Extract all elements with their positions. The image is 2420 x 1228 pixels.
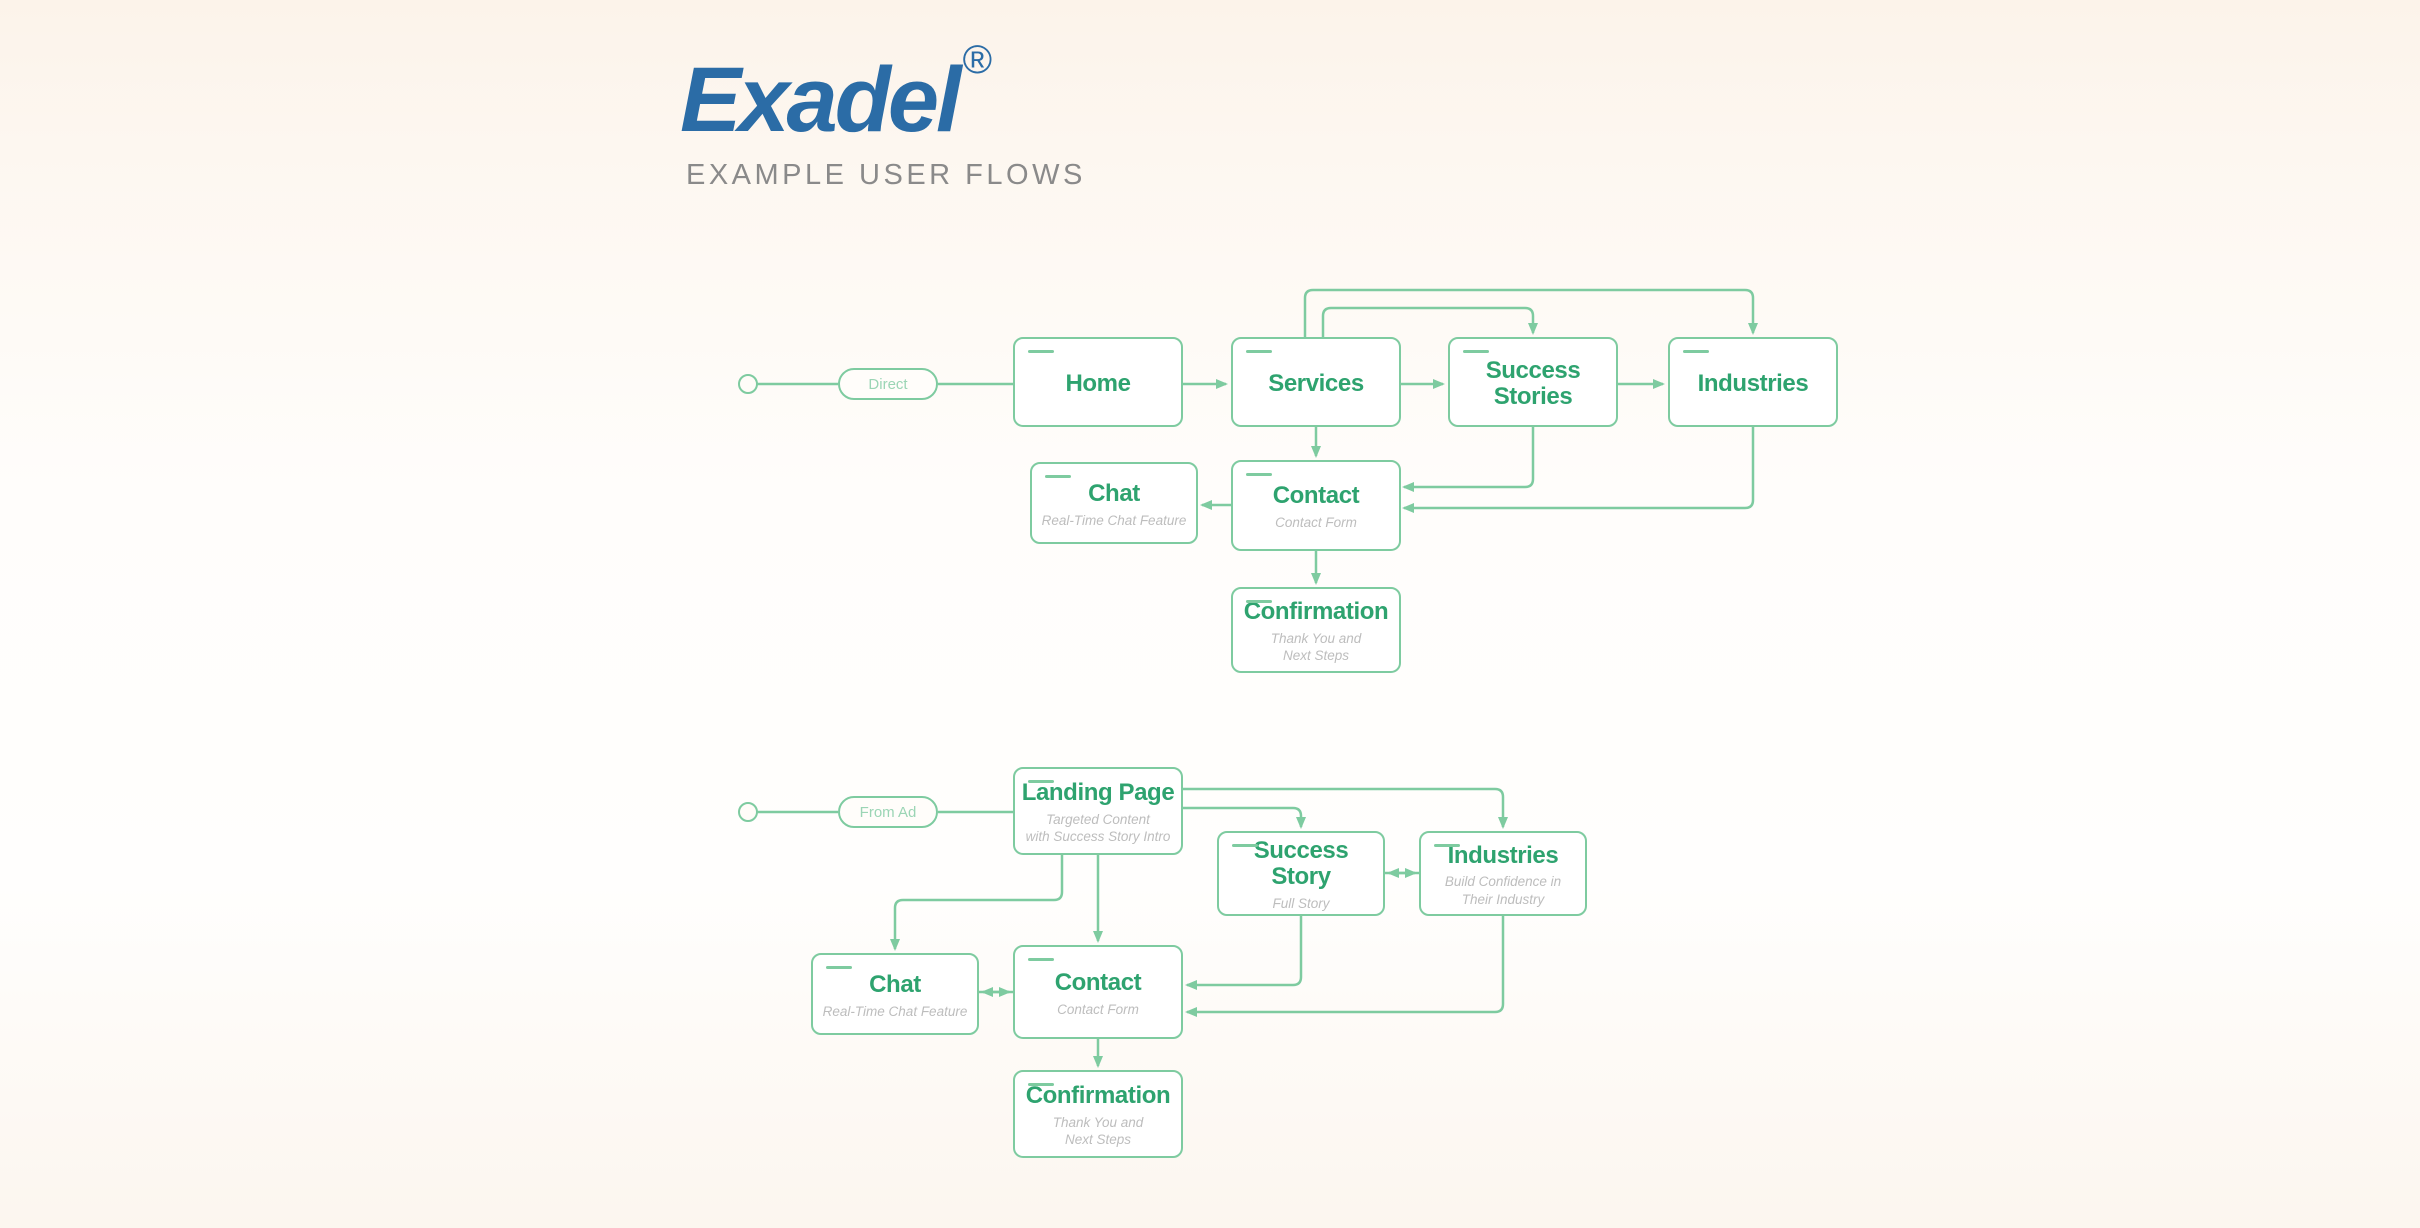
node-subtitle: Full Story [1272, 896, 1330, 912]
node-corner-tick-icon [1434, 844, 1460, 847]
registered-trademark-icon: ® [962, 38, 993, 82]
node-subtitle: Contact Form [1057, 1001, 1139, 1017]
node-services: Services [1231, 337, 1401, 427]
entry-label-pill-direct: Direct [838, 368, 938, 400]
node-success-story: Success Story Full Story [1217, 831, 1385, 916]
node-title: Chat [869, 970, 921, 998]
node-title: Landing Page [1021, 779, 1175, 806]
node-home: Home [1013, 337, 1183, 427]
node-industries: Industries [1668, 337, 1838, 427]
edge-landing-to-success-story [1183, 806, 1306, 829]
edge-services-arc-to-industries [1303, 288, 1758, 337]
node-title: Chat [1088, 479, 1140, 507]
node-title: Success Stories [1485, 357, 1581, 410]
node-corner-tick-icon [1045, 475, 1071, 478]
node-title: Contact [1272, 482, 1360, 510]
edge-success-story-to-contact [1185, 916, 1303, 990]
node-success-stories: Success Stories [1448, 337, 1618, 427]
node-title: Contact [1054, 968, 1142, 996]
edge-services-arc-to-success-stories [1321, 306, 1538, 337]
node-corner-tick-icon [1028, 958, 1054, 961]
entry-label: Direct [868, 375, 908, 393]
direct-flow-edges [757, 288, 1758, 585]
node-subtitle: Targeted Content with Success Story Intr… [1025, 811, 1171, 845]
from-ad-flow-edges [757, 787, 1508, 1068]
node-corner-tick-icon [1028, 1083, 1054, 1086]
entry-label-pill-from-ad: From Ad [838, 796, 938, 828]
node-chat: Chat Real-Time Chat Feature [811, 953, 979, 1035]
node-subtitle: Build Confidence in Their Industry [1444, 874, 1562, 907]
node-corner-tick-icon [1683, 350, 1709, 353]
page-title: EXAMPLE USER FLOWS [686, 159, 1086, 192]
brand-header: Exadel® EXAMPLE USER FLOWS [680, 38, 1086, 192]
edge-industries-to-contact [1185, 916, 1505, 1017]
node-contact: Contact Contact Form [1013, 945, 1183, 1039]
node-title: Services [1268, 370, 1364, 398]
node-title: Industries [1697, 370, 1809, 398]
edge-industries-to-contact [1402, 427, 1755, 513]
node-subtitle: Contact Form [1275, 515, 1357, 531]
node-confirmation: Confirmation Thank You and Next Steps [1231, 587, 1401, 673]
node-corner-tick-icon [1232, 844, 1258, 847]
node-chat: Chat Real-Time Chat Feature [1030, 462, 1198, 544]
node-corner-tick-icon [826, 966, 852, 969]
edge-landing-to-industries [1183, 787, 1508, 829]
flow-start-node [738, 802, 758, 822]
edge-landing-to-chat [890, 855, 1064, 951]
node-subtitle: Real-Time Chat Feature [1041, 512, 1187, 528]
node-subtitle: Thank You and Next Steps [1052, 1114, 1144, 1148]
brand-logo: Exadel [680, 49, 962, 151]
node-subtitle: Thank You and Next Steps [1270, 630, 1362, 664]
node-corner-tick-icon [1246, 473, 1272, 476]
node-corner-tick-icon [1028, 780, 1054, 783]
node-contact: Contact Contact Form [1231, 460, 1401, 551]
flow-start-node [738, 374, 758, 394]
node-title: Confirmation [1025, 1082, 1171, 1109]
node-title: Industries [1447, 841, 1559, 869]
node-title: Success Story [1253, 837, 1349, 891]
node-corner-tick-icon [1463, 350, 1489, 353]
node-confirmation: Confirmation Thank You and Next Steps [1013, 1070, 1183, 1158]
node-landing-page: Landing Page Targeted Content with Succe… [1013, 767, 1183, 855]
node-corner-tick-icon [1028, 350, 1054, 353]
node-subtitle: Real-Time Chat Feature [822, 1003, 968, 1019]
entry-label: From Ad [859, 803, 917, 821]
edge-success-stories-to-contact [1402, 427, 1535, 492]
node-corner-tick-icon [1246, 350, 1272, 353]
node-corner-tick-icon [1246, 600, 1272, 603]
node-title: Home [1065, 370, 1131, 398]
node-industries: Industries Build Confidence in Their Ind… [1419, 831, 1587, 916]
